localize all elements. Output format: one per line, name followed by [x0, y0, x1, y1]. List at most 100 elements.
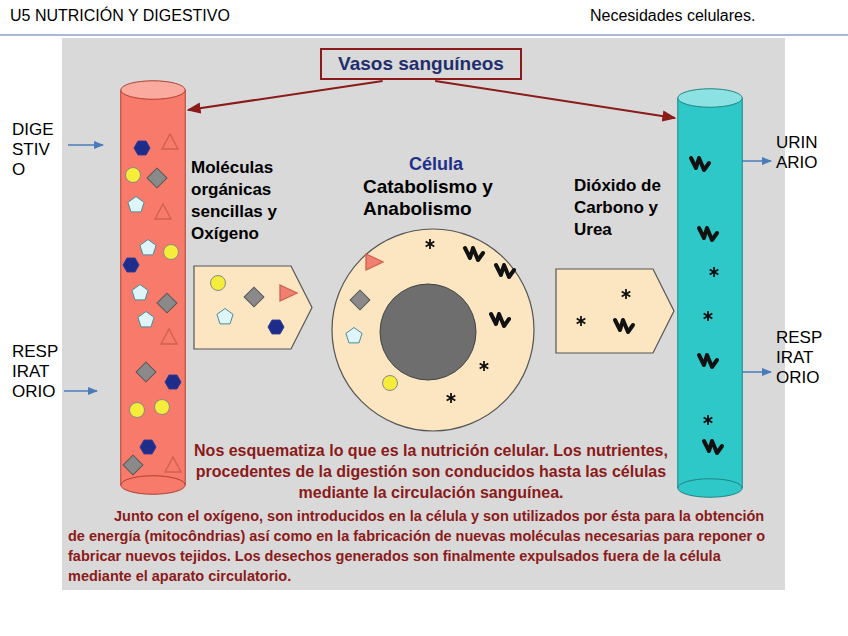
pentagon-symbol [138, 312, 154, 327]
cylinder-side [742, 98, 743, 488]
triangle-symbol [161, 329, 177, 344]
asterisk-stroke [480, 364, 489, 369]
molecule-group [691, 158, 722, 453]
cylinder-side [185, 90, 186, 485]
cylinder-bottom [121, 476, 186, 495]
asterisk-stroke [426, 242, 435, 247]
pentagon-symbol [132, 285, 148, 300]
shape-outline [555, 268, 675, 354]
caption-paragraph: Nos esquematiza lo que es la nutrición c… [190, 440, 672, 503]
molecule-group [123, 134, 181, 475]
pentagon-symbol [128, 197, 144, 212]
vessel-title-box: Vasos sanguíneos [320, 48, 522, 80]
pentagon-symbol [346, 328, 362, 343]
page-title: U5 NUTRICIÓN Y DIGESTIVO [10, 7, 230, 25]
leader-arrow [739, 160, 771, 162]
asterisk-symbol [710, 267, 719, 277]
asterisk-symbol [426, 239, 435, 249]
triangle-symbol [155, 204, 171, 219]
box-title: Vasos sanguíneos [338, 53, 504, 75]
waste-molecule [491, 314, 509, 326]
asterisk-stroke [426, 242, 435, 247]
asterisk-stroke [704, 314, 713, 319]
cylinder-top [678, 89, 743, 108]
circle-symbol [126, 168, 141, 183]
pentagon-symbol [140, 240, 156, 255]
node-label: Moléculas orgánicas sencillas y Oxígeno [191, 157, 303, 245]
asterisk-symbol [447, 393, 456, 403]
circle-symbol [164, 245, 179, 260]
circle-symbol [130, 403, 145, 418]
output-arrow-box: Dióxido de Carbono y Urea [555, 268, 675, 354]
asterisk-symbol [577, 316, 586, 326]
asterisk-stroke [447, 396, 456, 401]
hexagon-symbol [123, 258, 139, 272]
waste-molecule [704, 441, 722, 453]
node-label: Célula [391, 154, 481, 175]
input-arrow-box: Moléculas orgánicas sencillas y Oxígeno [193, 265, 313, 350]
arrow-shape [556, 269, 674, 353]
arrow-shape [194, 266, 312, 349]
cylinder-bottom [678, 479, 743, 498]
leader-arrow [68, 144, 103, 146]
circle-symbol [383, 376, 398, 391]
pentagon-symbol [217, 309, 233, 324]
cylinder-side [120, 90, 121, 485]
asterisk-stroke [704, 314, 713, 319]
hexagon-symbol [140, 440, 156, 454]
panel [62, 38, 785, 590]
triangle-symbol [162, 134, 178, 149]
connector-arrow [188, 81, 383, 110]
molecule-group [577, 289, 633, 332]
molecule-group [346, 239, 514, 403]
shape-outline [331, 228, 535, 432]
node-label: Catabolismo y Anabolismo [363, 176, 533, 220]
system-label: URINARIO [776, 133, 824, 173]
asterisk-stroke [710, 270, 719, 275]
molecule-group [211, 276, 298, 334]
asterisk-stroke [447, 396, 456, 401]
cylinder-side [677, 98, 678, 488]
diamond-symbol [350, 290, 370, 310]
node-label: Dióxido de Carbono y Urea [574, 175, 678, 241]
caption-paragraph: Junto con el oxígeno, son introducidos e… [68, 506, 778, 586]
triangle-symbol [280, 285, 297, 301]
triangle-symbol [366, 254, 383, 270]
asterisk-symbol [622, 289, 631, 299]
shape-outline [193, 265, 313, 350]
asterisk-stroke [710, 270, 719, 275]
asterisk-symbol [704, 311, 713, 321]
cylinder-body [121, 90, 186, 485]
asterisk-stroke [577, 319, 586, 324]
asterisk-stroke [480, 364, 489, 369]
diamond-symbol [123, 455, 143, 475]
leader-arrow [739, 371, 771, 373]
hexagon-symbol [134, 141, 150, 155]
diamond-symbol [147, 168, 167, 188]
waste-molecule [699, 228, 717, 240]
diamond-symbol [136, 362, 156, 382]
asterisk-stroke [577, 319, 586, 324]
asterisk-symbol [480, 361, 489, 371]
waste-molecule [691, 158, 709, 170]
system-label: RESPIRATORIO [12, 342, 60, 402]
system-label: RESPIRATORIO [776, 328, 824, 388]
diamond-symbol [244, 287, 264, 307]
header-rule [0, 34, 848, 36]
circle-symbol [211, 276, 226, 291]
waste-molecule [465, 248, 483, 260]
cylinder-top [121, 81, 186, 100]
waste-molecule [615, 320, 633, 332]
artery-cylinder: DIGESTIVORESPIRATORIO [120, 80, 186, 495]
cell-membrane [332, 229, 534, 431]
circle-symbol [155, 400, 170, 415]
shape-outline [120, 80, 186, 495]
triangle-symbol [165, 457, 181, 472]
cylinder-body [678, 98, 743, 488]
diamond-symbol [157, 293, 177, 313]
connector-arrow [435, 81, 675, 118]
asterisk-stroke [704, 418, 713, 423]
asterisk-stroke [622, 292, 631, 297]
waste-molecule [496, 265, 514, 277]
